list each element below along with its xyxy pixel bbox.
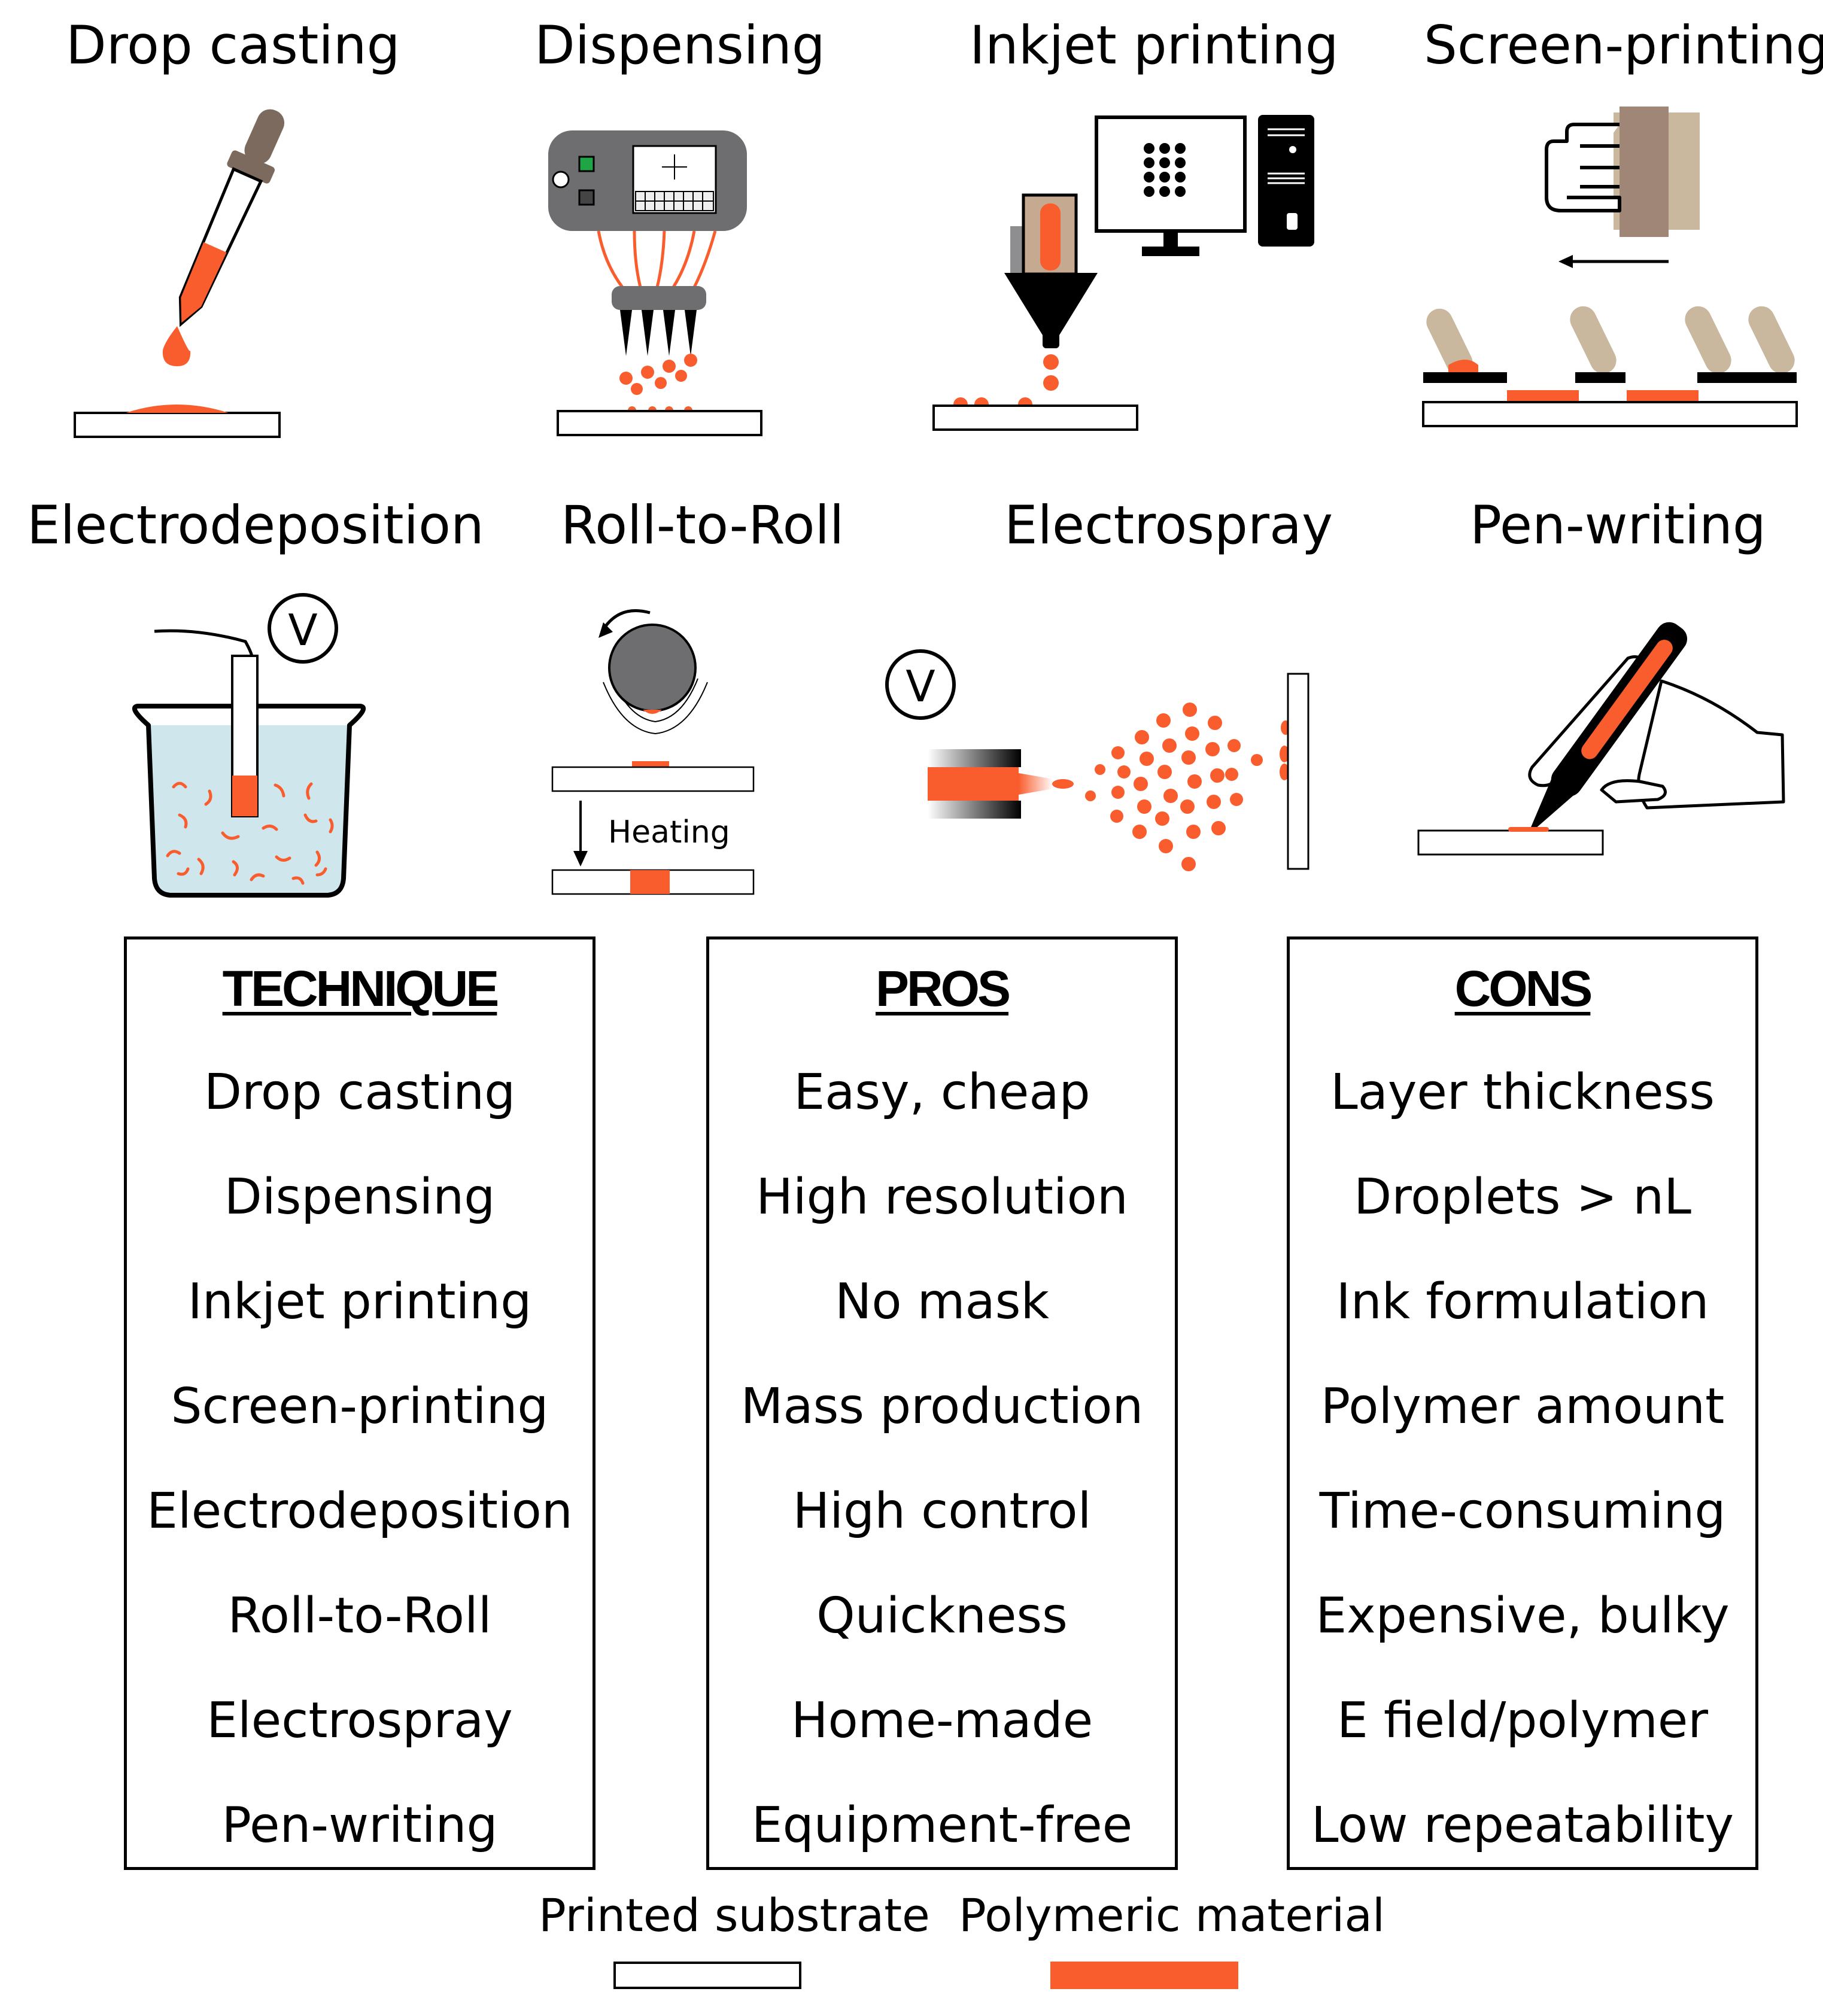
cons-item: Time-consuming [1319,1483,1726,1540]
screen-printing-illustration [1422,107,1798,427]
pros-item: Easy, cheap [794,1064,1090,1121]
pros-column: PROS Easy, cheap High resolution No mask… [706,936,1178,1870]
voltmeter-icon [268,593,338,664]
electrodeposition-illustration: V [132,593,366,898]
pros-item: Equipment-free [751,1797,1133,1854]
pen-writing-illustration [1417,622,1785,856]
pros-item: High control [792,1483,1092,1540]
technique-item: Roll-to-Roll [227,1588,492,1644]
drop-casting-film [126,405,229,413]
technique-item: Electrospray [206,1692,513,1749]
cons-item: Expensive, bulky [1315,1588,1730,1644]
pen-writing-substrate [1417,829,1604,856]
title-electrospray: Electrospray [1004,494,1333,556]
cons-header: CONS [1454,960,1593,1017]
title-roll-to-roll: Roll-to-Roll [561,494,844,556]
technique-item: Dispensing [224,1169,496,1226]
title-pen-writing: Pen-writing [1470,494,1766,556]
voltage-symbol: V [288,605,317,655]
voltmeter-icon-spray [885,649,956,720]
pros-item: Quickness [816,1588,1068,1644]
drop-casting-substrate [74,412,281,438]
pros-item: No mask [835,1273,1049,1330]
dropper-icon [178,109,285,327]
pros-item: Home-made [791,1692,1093,1749]
title-dispensing: Dispensing [534,14,825,76]
title-inkjet-printing: Inkjet printing [970,14,1339,76]
legend-substrate-swatch [613,1962,801,1989]
technique-item: Pen-writing [221,1797,498,1854]
cons-item: Low repeatability [1311,1797,1734,1854]
technique-item: Screen-printing [171,1378,549,1435]
technique-item: Inkjet printing [187,1273,532,1330]
legend-polymer-swatch [1050,1962,1238,1989]
technique-item: Electrodeposition [147,1483,573,1540]
roller-icon [608,624,697,712]
cons-column: CONS Layer thickness Droplets > nL Ink f… [1287,936,1758,1870]
inkjet-illustration [932,115,1314,431]
cons-item: Droplets > nL [1354,1169,1691,1226]
cons-item: Ink formulation [1336,1273,1709,1330]
dispensing-substrate [557,410,762,436]
heating-label: Heating [608,814,730,850]
drop-casting-illustration [74,109,285,438]
cons-item: E field/polymer [1336,1692,1708,1749]
inkjet-substrate [932,405,1138,431]
dispensing-illustration [548,130,762,436]
roll-substrate-before [551,766,755,792]
hand-icon [1545,123,1621,212]
technique-item: Drop casting [203,1064,516,1121]
pen-icon [1527,622,1688,836]
title-screen-printing: Screen-printing [1424,14,1823,76]
monitor-icon [1095,115,1247,233]
title-electrodeposition: Electrodeposition [27,494,484,556]
electrospray-illustration: V [885,649,1309,871]
pros-item: Mass production [740,1378,1144,1435]
beaker-icon [132,704,366,898]
legend-polymer-label: Polymeric material [959,1889,1386,1942]
voltage-symbol-spray: V [906,661,935,711]
technique-column: TECHNIQUE Drop casting Dispensing Inkjet… [124,936,595,1870]
screen-printing-substrate [1422,401,1798,427]
pros-item: High resolution [756,1169,1128,1226]
legend-substrate-label: Printed substrate [539,1889,930,1942]
cons-item: Polymer amount [1320,1378,1725,1435]
technique-header: TECHNIQUE [222,960,500,1017]
drop-casting-droplet [162,326,191,366]
spray-collector [1287,673,1309,870]
title-drop-casting: Drop casting [66,14,400,76]
computer-tower-icon [1258,115,1314,247]
pros-header: PROS [875,960,1011,1017]
roll-to-roll-illustration: Heating [551,609,755,895]
cons-item: Layer thickness [1330,1064,1715,1121]
